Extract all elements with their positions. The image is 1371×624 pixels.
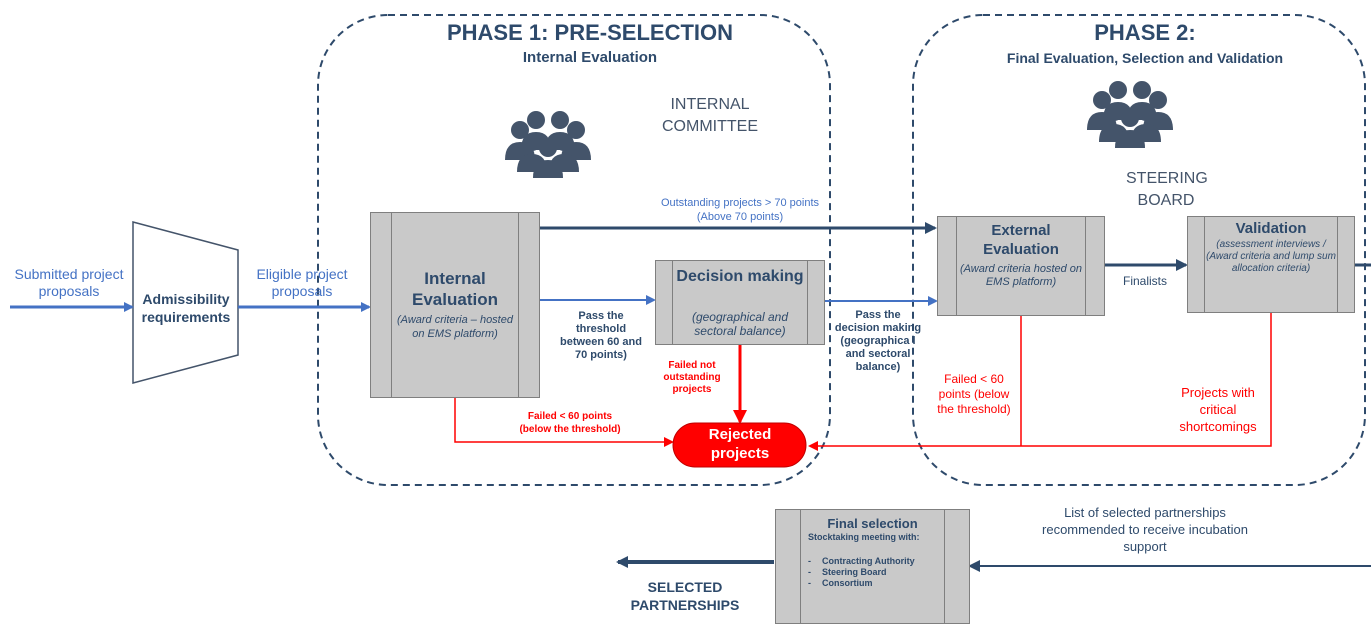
phase1-subtitle: Internal Evaluation: [522, 49, 658, 66]
list-item: Consortium: [808, 578, 938, 589]
rejected-projects-label: Rejected projects: [708, 426, 772, 462]
list-selected-label: List of selected partnerships recommende…: [1042, 505, 1248, 554]
pass-threshold-label: Pass the threshold between 60 and 70 poi…: [560, 310, 642, 361]
people-group-icon: [1087, 81, 1173, 148]
rejected-shape: [672, 422, 807, 468]
phase2-group-label: STEERING BOARD: [1126, 170, 1208, 209]
failed-60-p2-label: Failed < 60 points (below the threshold): [937, 372, 1011, 416]
phase2-subtitle: Final Evaluation, Selection and Validati…: [1006, 50, 1284, 66]
outstanding-label: Outstanding projects > 70 points: [660, 197, 820, 209]
final-selection-title: Final selection: [827, 516, 918, 531]
eligible-proposals-label: Eligible project proposals: [256, 266, 348, 299]
pass-decision-label: Pass the decision making (geographica l …: [834, 309, 922, 373]
outstanding-sub-label: (Above 70 points): [696, 211, 784, 223]
final-selection-intro: Stocktaking meeting with:: [808, 532, 920, 542]
phase1-title: PHASE 1: PRE-SELECTION: [446, 20, 734, 45]
list-item: Steering Board: [808, 567, 938, 578]
failed-60-p1-sub-label: (below the threshold): [519, 424, 621, 435]
decision-making-title: Decision making: [676, 268, 804, 285]
list-item: Contracting Authority: [808, 556, 938, 567]
phase2-title: PHASE 2:: [1094, 20, 1196, 45]
phase1-group-label: INTERNAL COMMITTEE: [662, 96, 758, 135]
failed-60-p1-label: Failed < 60 points: [527, 411, 613, 422]
phase2-frame: [912, 14, 1366, 486]
external-evaluation-detail: (Award criteria hosted on EMS platform): [959, 263, 1083, 288]
external-evaluation-title: External Evaluation: [983, 222, 1059, 258]
critical-shortcomings-label: Projects with critical shortcomings: [1179, 385, 1257, 434]
internal-evaluation-detail: (Award criteria – hosted on EMS platform…: [397, 314, 513, 340]
internal-evaluation-title: Internal Evaluation: [412, 269, 498, 309]
failed-not-outstanding-label: Failed not outstanding projects: [663, 360, 721, 395]
admissibility-label: Admissibility requirements: [141, 291, 231, 325]
validation-box: Validation (assessment interviews / (Awa…: [1187, 216, 1355, 313]
phase1-frame: [317, 14, 831, 486]
final-selection-list: Contracting Authority Steering Board Con…: [808, 556, 938, 589]
decision-making-detail: (geographical and sectoral balance): [691, 310, 789, 338]
final-selection-box: Final selection Stocktaking meeting with…: [775, 509, 970, 624]
validation-detail: (assessment interviews / (Award criteria…: [1206, 239, 1336, 274]
selected-partnerships-label: SELECTED PARTNERSHIPS: [630, 579, 740, 613]
submitted-proposals-label: Submitted project proposals: [14, 266, 124, 299]
decision-making-box: Decision making (geographical and sector…: [655, 260, 825, 345]
people-group-icon: [505, 111, 591, 178]
internal-evaluation-box: Internal Evaluation (Award criteria – ho…: [370, 212, 540, 398]
finalists-label: Finalists: [1122, 274, 1167, 288]
validation-title: Validation: [1235, 220, 1307, 237]
admissibility-shape: [132, 221, 239, 384]
external-evaluation-box: External Evaluation (Award criteria host…: [937, 216, 1105, 316]
